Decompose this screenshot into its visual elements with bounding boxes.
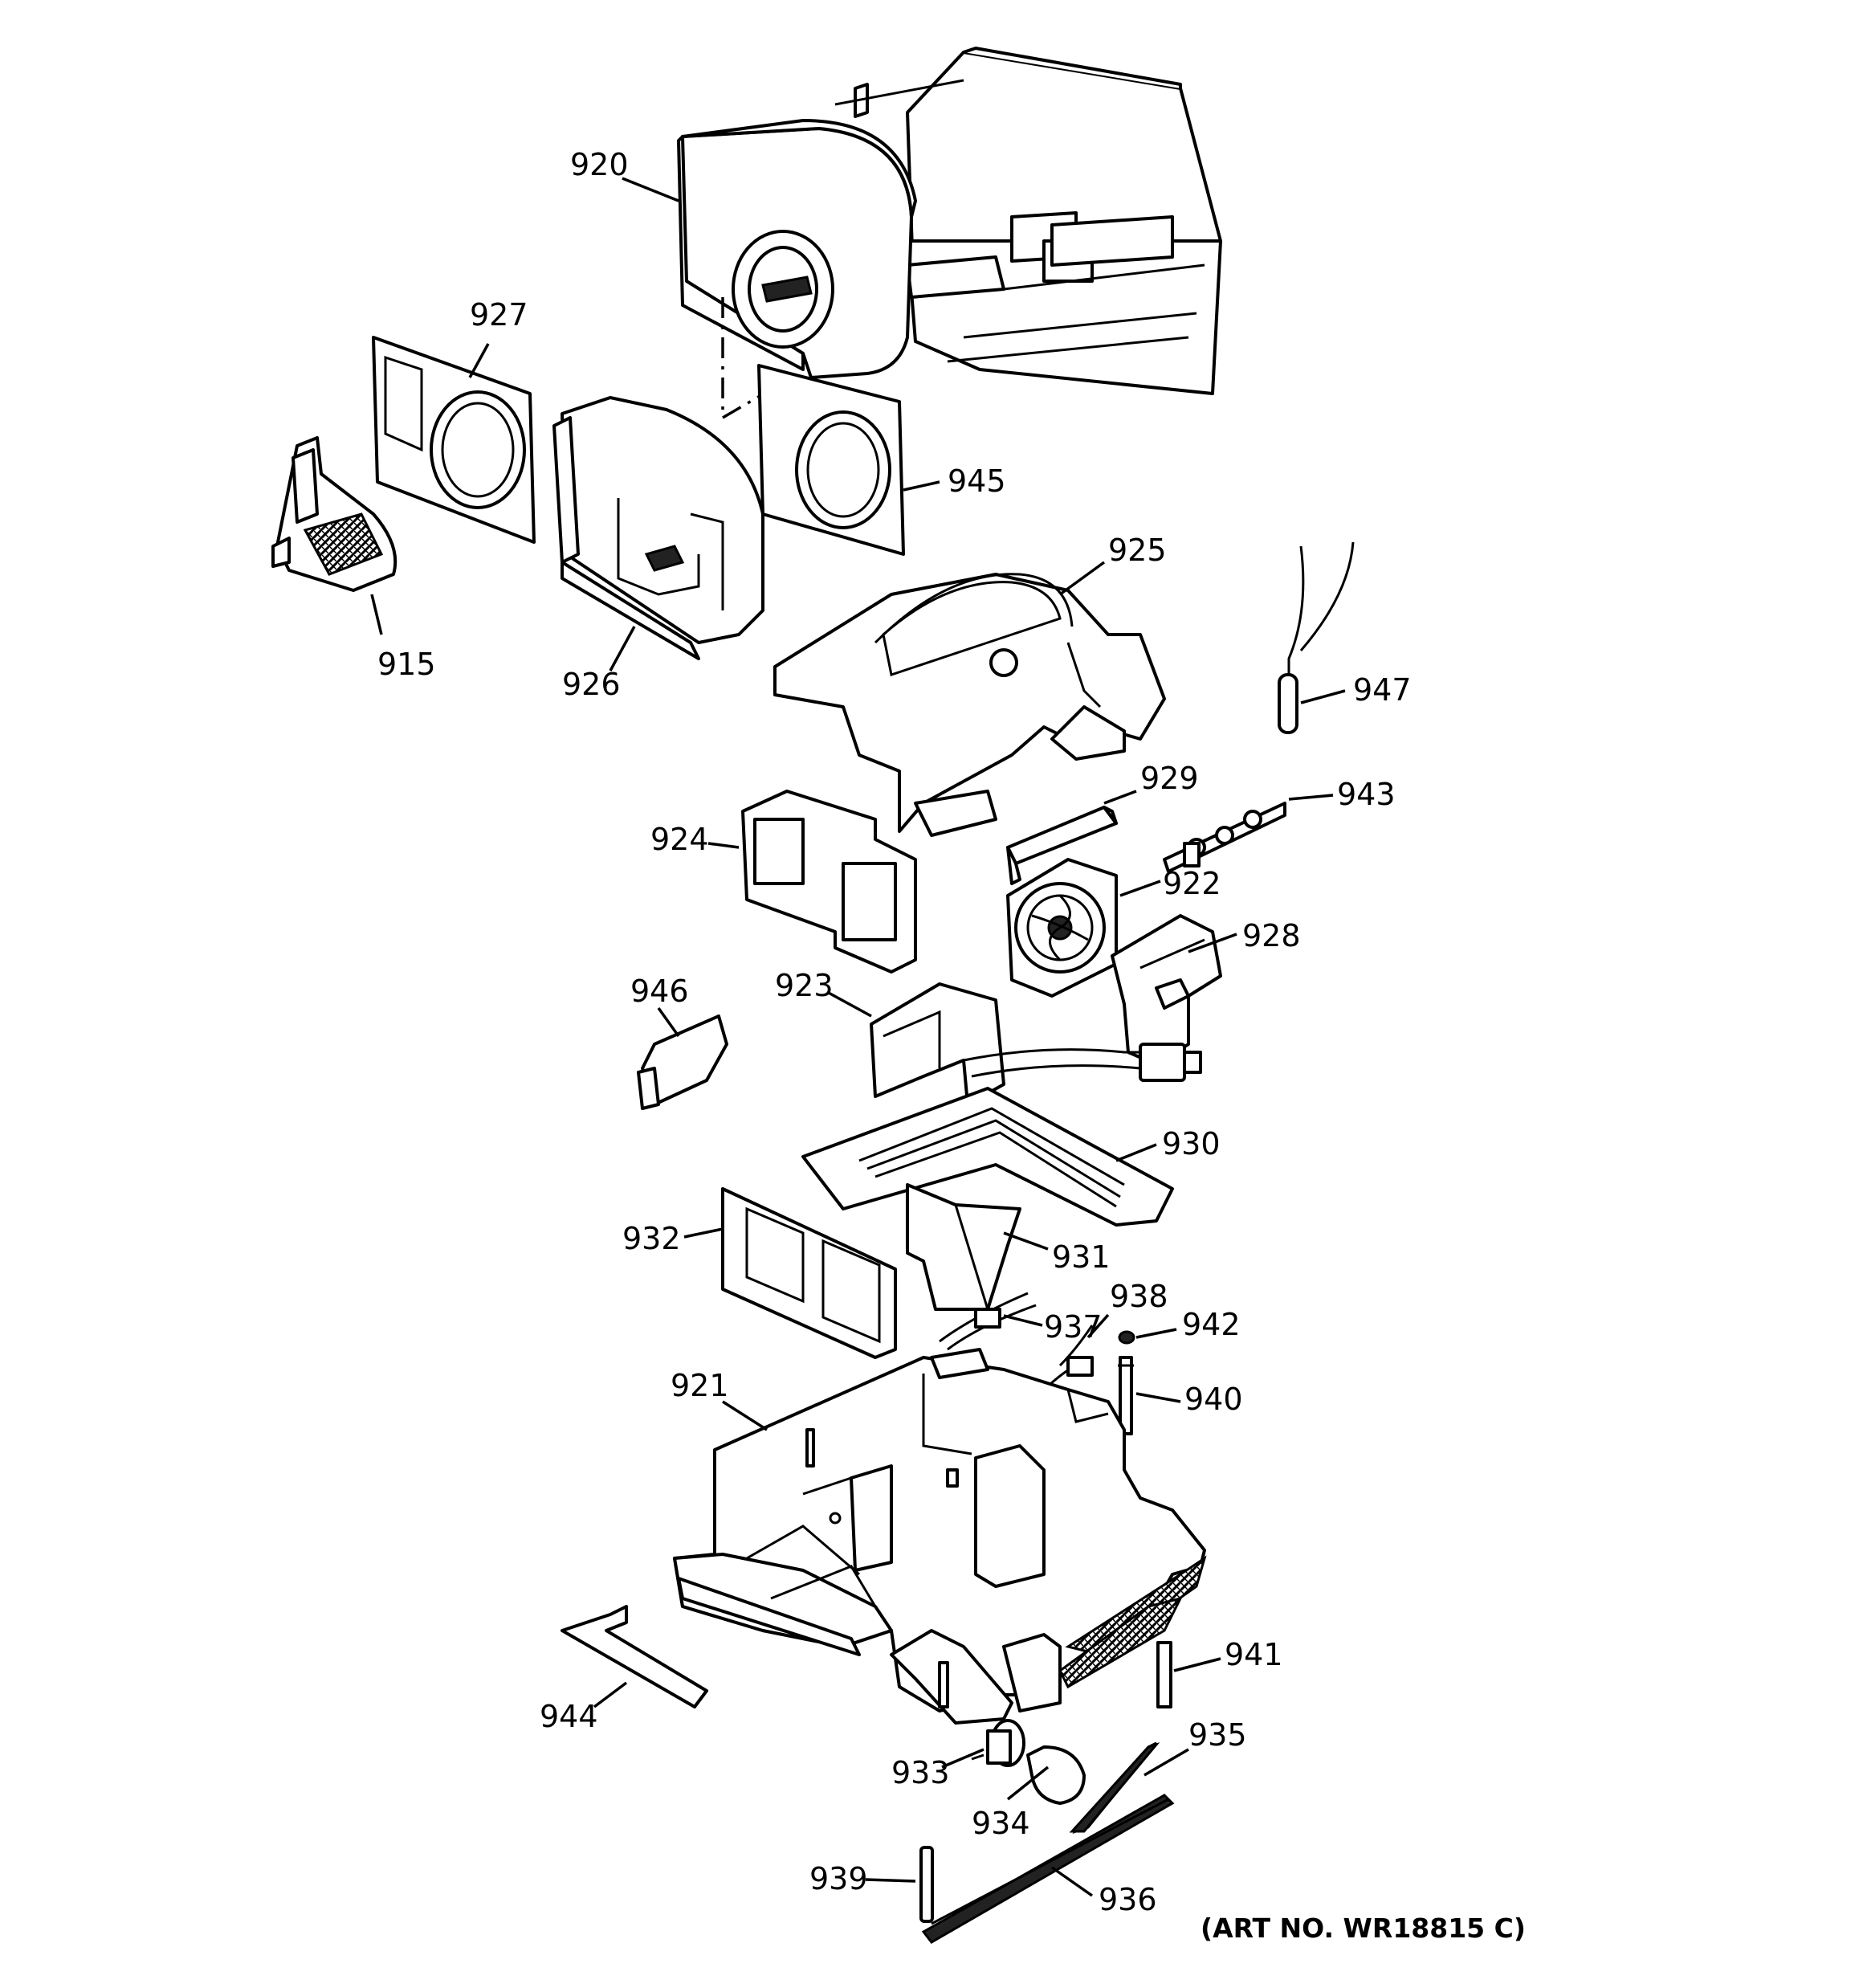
label-928: 928 <box>1242 918 1301 953</box>
part-928-cover <box>1111 914 1222 1066</box>
label-943: 943 <box>1337 777 1396 812</box>
part-941-post <box>1156 1641 1172 1708</box>
label-947: 947 <box>1353 672 1412 708</box>
leader-lines <box>370 177 1346 1897</box>
label-939: 939 <box>809 1861 868 1896</box>
label-944: 944 <box>540 1699 598 1734</box>
label-929: 929 <box>1140 761 1199 796</box>
label-926: 926 <box>562 667 621 702</box>
part-938-connector <box>1034 1325 1094 1399</box>
label-941: 941 <box>1225 1637 1283 1672</box>
part-946-clip <box>637 1014 728 1110</box>
label-933: 933 <box>891 1755 950 1790</box>
label-925: 925 <box>1108 533 1167 568</box>
label-932: 932 <box>622 1221 681 1256</box>
label-930: 930 <box>1162 1126 1221 1161</box>
part-923-heater <box>870 982 1202 1106</box>
label-915: 915 <box>377 647 436 682</box>
label-927: 927 <box>470 297 528 333</box>
part-924-frame <box>741 790 917 974</box>
label-921: 921 <box>671 1368 729 1403</box>
label-938: 938 <box>1110 1279 1168 1314</box>
part-943-board <box>1163 802 1286 873</box>
label-935: 935 <box>1188 1717 1247 1753</box>
label-922: 922 <box>1163 866 1221 901</box>
label-945: 945 <box>948 463 1006 499</box>
part-925-cover <box>773 573 1166 837</box>
part-947-thermistor <box>1278 541 1355 734</box>
part-935-grille-edge <box>1069 1742 1160 1833</box>
label-946: 946 <box>630 974 689 1009</box>
part-929-bracket <box>1006 806 1118 885</box>
label-940: 940 <box>1184 1382 1243 1417</box>
part-926-duct <box>552 396 764 660</box>
label-924: 924 <box>650 822 709 857</box>
label-942: 942 <box>1182 1307 1241 1342</box>
label-923: 923 <box>775 968 834 1003</box>
part-922-fan <box>1006 858 1118 998</box>
label-920: 920 <box>570 147 629 182</box>
part-937-harness <box>939 1292 1037 1351</box>
part-labels: 920 927 945 915 926 925 947 929 943 924 … <box>377 147 1412 1917</box>
part-933-socket <box>971 1719 1025 1767</box>
art-number: (ART NO. WR18815 C) <box>1201 1912 1526 1944</box>
part-931-deflector <box>906 1183 1021 1311</box>
part-945-gasket <box>757 364 905 556</box>
part-942-grommet <box>1118 1330 1135 1345</box>
label-931: 931 <box>1052 1239 1111 1275</box>
part-920-housing <box>677 47 1222 395</box>
part-915-fan-cover <box>271 436 397 592</box>
part-944-strip <box>561 1605 708 1708</box>
label-936: 936 <box>1099 1882 1157 1917</box>
part-936-strip <box>921 1794 1175 1944</box>
part-930-plate <box>801 1087 1174 1227</box>
label-934: 934 <box>972 1806 1030 1841</box>
part-927-gasket <box>372 336 536 544</box>
part-936-strip-edge <box>931 1798 1169 1925</box>
part-932-frame <box>721 1187 897 1359</box>
part-921-case <box>673 1348 1207 1725</box>
part-934-bulb <box>1026 1745 1086 1805</box>
label-937: 937 <box>1044 1309 1103 1345</box>
part-939-rod <box>919 1846 934 1923</box>
